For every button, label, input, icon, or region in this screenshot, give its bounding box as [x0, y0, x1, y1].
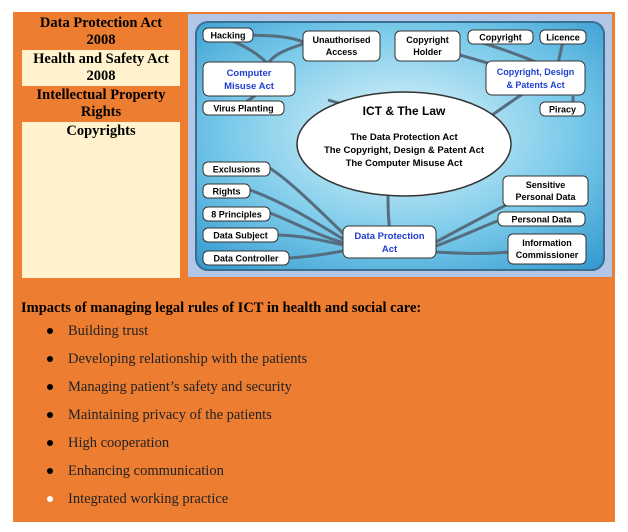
content-frame: Data Protection Act 2008 Health and Safe… — [13, 12, 615, 522]
bullet-icon — [47, 356, 53, 362]
bullet-icon — [47, 384, 53, 390]
link-subject — [277, 233, 349, 248]
link-commissioner — [435, 250, 511, 255]
node-rights — [202, 183, 251, 199]
node-personal-data — [497, 211, 586, 227]
node-virus-label: Virus Planting — [213, 104, 273, 114]
center-line-2: The Copyright, Design & Patent Act — [324, 145, 485, 156]
holder-label-2: Holder — [413, 47, 442, 57]
list-item-text: High cooperation — [68, 435, 170, 451]
topic-health-safety-act: Health and Safety Act 2008 — [22, 50, 180, 86]
impacts-section: Impacts of managing legal rules of ICT i… — [21, 300, 601, 517]
node-hacking-label: Hacking — [210, 31, 245, 41]
node-principles-label: 8 Principles — [211, 210, 262, 220]
list-item-text: Maintaining privacy of the patients — [68, 407, 272, 423]
list-item: Enhancing communication — [21, 461, 601, 489]
list-item-text: Developing relationship with the patient… — [68, 351, 308, 367]
node-virus-planting — [202, 100, 285, 116]
node-copyright-label: Copyright — [479, 33, 522, 43]
list-item: Developing relationship with the patient… — [21, 349, 601, 377]
link-exclusions — [267, 165, 350, 240]
topics-panel: Data Protection Act 2008 Health and Safe… — [22, 14, 180, 278]
node-access-label: Access — [326, 47, 358, 57]
node-exclusions-label: Exclusions — [213, 165, 261, 175]
commissioner-label-1: Information — [522, 238, 572, 248]
center-line-1: The Data Protection Act — [350, 132, 458, 143]
node-data-controller — [202, 250, 290, 266]
link-rights — [249, 188, 349, 244]
cma-label-2: Misuse Act — [224, 81, 275, 92]
ict-law-mind-map: ICT & The Law The Data Protection Act Th… — [188, 14, 612, 277]
bullet-icon — [47, 440, 53, 446]
center-title: ICT & The Law — [363, 104, 446, 118]
dpa-label-2: Act — [382, 244, 398, 255]
list-item: Building trust — [21, 321, 601, 349]
node-rights-label: Rights — [213, 187, 241, 197]
topic-intellectual-property: Intellectual Property Rights — [22, 86, 180, 122]
topic-copyrights: Copyrights — [22, 122, 180, 141]
sensitive-label-2: Personal Data — [515, 192, 576, 202]
node-piracy-label: Piracy — [549, 105, 576, 115]
node-copyright — [467, 29, 534, 45]
cma-label-1: Computer — [227, 68, 272, 79]
node-sensitive-personal-data — [502, 175, 589, 207]
node-computer-misuse-act — [202, 61, 296, 97]
impacts-list: Building trust Developing relationship w… — [21, 321, 601, 517]
dpa-label-1: Data Protection — [354, 231, 424, 242]
list-item-text: Managing patient’s safety and security — [68, 379, 292, 395]
node-exclusions — [202, 161, 271, 177]
node-copyright-holder — [394, 30, 461, 62]
list-item-text: Integrated working practice — [68, 491, 229, 507]
list-item: High cooperation — [21, 433, 601, 461]
node-licence-label: Licence — [546, 33, 580, 43]
bullet-icon — [47, 412, 53, 418]
node-licence — [539, 29, 587, 45]
node-copyright-design-patents-act — [485, 60, 586, 96]
node-hacking — [202, 27, 254, 43]
node-piracy — [539, 101, 586, 117]
bullet-icon — [47, 496, 53, 502]
list-item-text: Enhancing communication — [68, 463, 224, 479]
cdpa-label-2: & Patents Act — [506, 80, 564, 90]
node-data-protection-act — [342, 225, 437, 259]
node-8-principles — [202, 206, 271, 222]
node-unauthorised-label: Unauthorised — [312, 35, 370, 45]
center-line-3: The Computer Misuse Act — [346, 158, 464, 169]
node-data-subject — [202, 227, 279, 243]
node-unauthorised-access — [302, 30, 381, 62]
list-item: Managing patient’s safety and security — [21, 377, 601, 405]
node-subject-label: Data Subject — [213, 231, 268, 241]
sensitive-label-1: Sensitive — [526, 180, 566, 190]
cdpa-label-1: Copyright, Design — [497, 67, 575, 77]
impacts-heading: Impacts of managing legal rules of ICT i… — [21, 300, 422, 316]
node-personal-label: Personal Data — [511, 215, 572, 225]
node-controller-label: Data Controller — [213, 254, 279, 264]
node-information-commissioner — [507, 233, 587, 265]
mind-map-svg: ICT & The Law The Data Protection Act Th… — [195, 21, 605, 271]
list-item-text: Building trust — [68, 323, 149, 339]
list-item: Integrated working practice — [21, 489, 601, 517]
link-principles — [269, 211, 349, 246]
commissioner-label-2: Commissioner — [516, 250, 579, 260]
bullet-icon — [47, 468, 53, 474]
holder-label-1: Copyright — [406, 35, 449, 45]
list-item: Maintaining privacy of the patients — [21, 405, 601, 433]
center-ellipse — [296, 91, 512, 197]
topic-data-protection-act: Data Protection Act 2008 — [22, 14, 180, 50]
bullet-icon — [47, 328, 53, 334]
